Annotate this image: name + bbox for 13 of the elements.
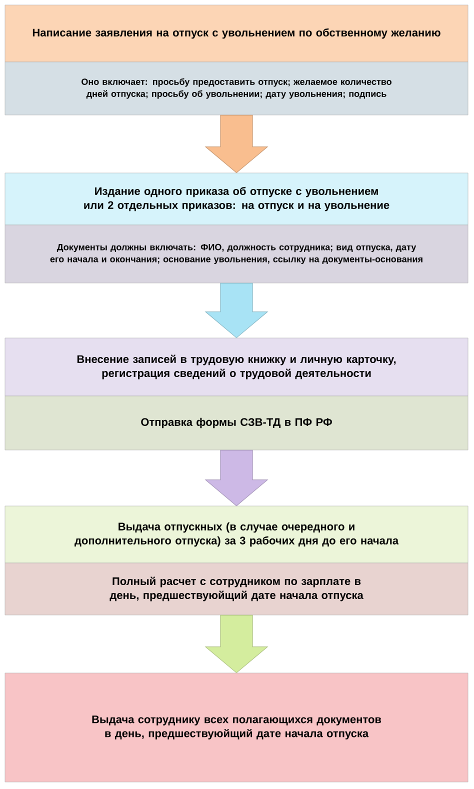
step-band: Полный расчет с сотрудником по зарплате в день, предшествуюйщий дате начала отпуска — [4, 562, 468, 616]
block-arrow — [204, 114, 268, 174]
step-band: Отправка формы СЗВ-ТД в ПФ РФ — [4, 396, 468, 450]
block-arrow — [204, 450, 268, 506]
details-band: Документы должны включать: ФИО, должность сотрудника; вид отпуска, дату его начала и окончания; основание увольнения, ссылку на документы-основания — [4, 224, 468, 284]
step-box: Внесение записей в трудовую книжку и личную карточку, регистрация сведений о трудовой деятельности — [4, 338, 468, 396]
step-box: Выдача отпускных (в случае очередного и дополнительного отпуска) за 3 рабочих дня до его начала — [4, 506, 468, 564]
step-box: Написание заявления на отпуск с увольнением по обственному желанию — [4, 4, 468, 62]
step-box: Издание одного приказа об отпуске с увольнением или 2 отдельных приказов: на отпуск и на увольнение — [4, 172, 468, 226]
block-arrow — [204, 614, 268, 674]
block-arrow — [204, 282, 268, 338]
final-step-box: Выдача сотруднику всех полагающихся документов в день, предшествуюйщий дате начала отпуска — [4, 672, 468, 782]
details-band: Оно включает: просьбу предоставить отпуск; желаемое количество дней отпуска; просьбу об увольнении; дату увольнения; подпись — [4, 62, 468, 116]
